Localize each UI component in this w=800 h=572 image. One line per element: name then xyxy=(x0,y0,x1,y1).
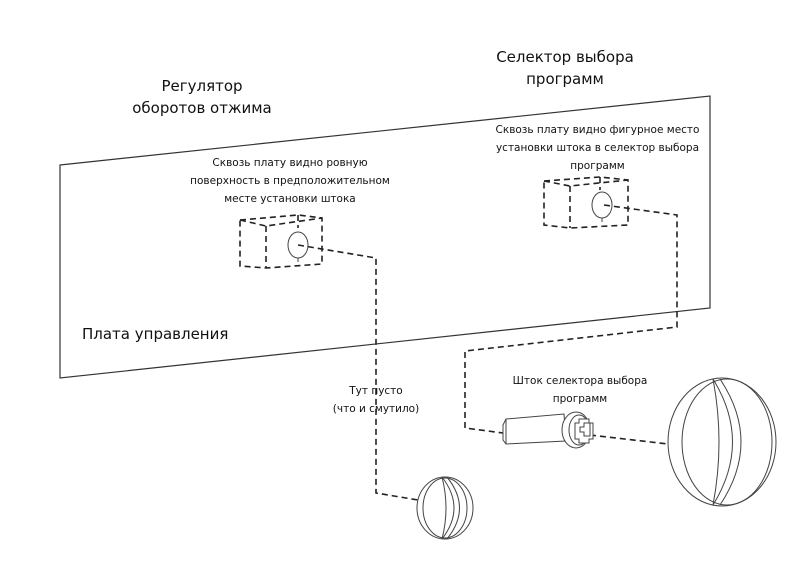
left-mount-note-line-3: месте установки штока xyxy=(224,193,356,205)
program-selector-shaft-drawing xyxy=(502,411,594,449)
shaft-label-line-2: программ xyxy=(552,393,608,405)
shaft-label-line-1: Шток селектора выбора xyxy=(512,375,648,387)
connection-spin-regulator xyxy=(297,244,419,501)
empty-note-line-2: (что и смутило) xyxy=(332,403,420,415)
program-selector-mount-box xyxy=(543,176,629,229)
spin-regulator-title-line-1: Регулятор xyxy=(161,77,243,95)
empty-note: Тут пусто (что и смутило) xyxy=(316,382,436,418)
right-mount-note-line-3: программ xyxy=(570,160,625,172)
spin-regulator-knob-drawing xyxy=(416,476,474,540)
control-board-label: Плата управления xyxy=(82,323,228,345)
right-mount-note-line-1: Сквозь плату видно фигурное место xyxy=(495,124,700,136)
spin-regulator-mount-box xyxy=(239,214,323,269)
program-selector-knob-drawing xyxy=(667,377,777,507)
shaft-label: Шток селектора выбора программ xyxy=(490,372,670,408)
left-mount-note-line-2: поверхность в предположительном xyxy=(190,175,390,187)
spin-regulator-title-line-2: оборотов отжима xyxy=(132,99,272,117)
program-selector-title-line-2: программ xyxy=(526,70,604,88)
program-selector-title: Селектор выбора программ xyxy=(475,46,655,90)
spin-regulator-title: Регулятор оборотов отжима xyxy=(112,75,292,119)
empty-note-line-1: Тут пусто xyxy=(349,385,403,397)
connection-shaft-to-knob xyxy=(589,434,669,445)
left-mount-note: Сквозь плату видно ровную поверхность в … xyxy=(180,154,400,208)
control-board-outline xyxy=(59,95,711,379)
right-mount-note: Сквозь плату видно фигурное место устано… xyxy=(480,121,715,175)
left-mount-note-line-1: Сквозь плату видно ровную xyxy=(212,157,368,169)
control-board-label-text: Плата управления xyxy=(82,325,229,343)
program-selector-title-line-1: Селектор выбора xyxy=(496,48,634,66)
right-mount-note-line-2: установки штока в селектор выбора xyxy=(495,142,700,154)
connection-program-selector xyxy=(464,204,678,434)
